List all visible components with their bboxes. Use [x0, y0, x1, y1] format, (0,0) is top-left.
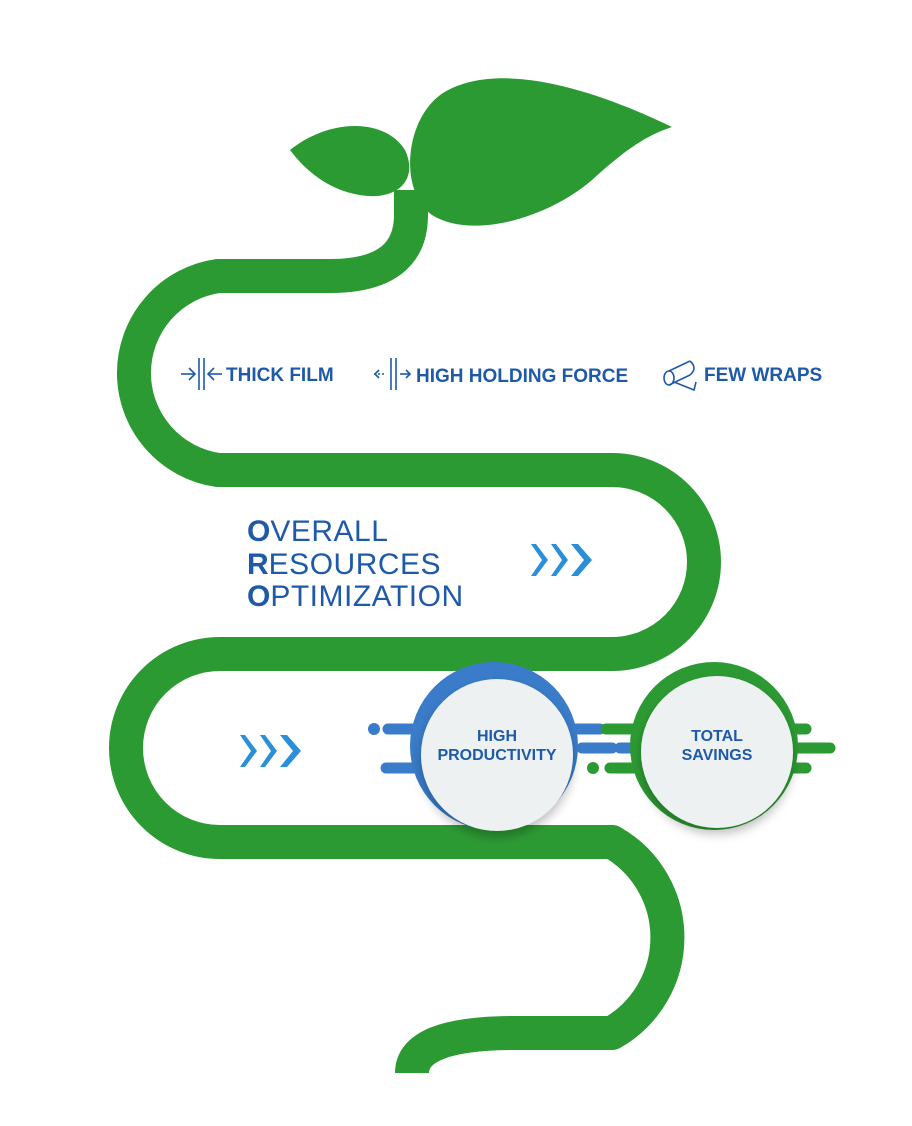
speed-dot-blue: [368, 723, 380, 735]
feature-label-thick-film: THICK FILM: [226, 365, 334, 386]
circle-label-line1: HIGH: [477, 728, 517, 745]
oro-line-resources: RESOURCES: [247, 548, 441, 581]
oro-initial-o2: O: [247, 580, 270, 613]
oro-acronym: OVERALL RESOURCES OPTIMIZATION: [247, 515, 464, 613]
oro-line-overall: OVERALL: [247, 515, 388, 548]
oro-rest-overall: VERALL: [270, 515, 388, 548]
film-roll-icon: [663, 360, 697, 392]
oro-initial-r: R: [247, 548, 269, 581]
oro-rest-resources: ESOURCES: [269, 548, 441, 581]
total-savings-circle: TOTAL SAVINGS: [630, 662, 798, 830]
feature-few-wraps: FEW WRAPS: [663, 360, 822, 392]
chevron-right-icon: [531, 544, 592, 576]
large-leaf: [410, 78, 672, 226]
feature-high-holding-force: HIGH HOLDING FORCE: [373, 358, 628, 390]
circle-label-line1: TOTAL: [691, 728, 743, 745]
circle-face: [421, 679, 573, 831]
chevron-right-icon: [240, 735, 301, 767]
leaf-icon: [290, 78, 672, 226]
feature-label-high-holding-force: HIGH HOLDING FORCE: [416, 366, 628, 387]
speed-dot-green: [587, 762, 599, 774]
holding-force-icon: [373, 358, 412, 390]
circle-face: [641, 676, 793, 828]
oro-line-optimization: OPTIMIZATION: [247, 580, 464, 613]
oro-rest-optimization: PTIMIZATION: [270, 580, 463, 613]
small-leaf: [290, 126, 410, 197]
thick-film-icon: [181, 358, 222, 390]
winding-stem-path: [109, 190, 721, 1075]
feature-label-few-wraps: FEW WRAPS: [704, 365, 822, 386]
circle-label-line2: SAVINGS: [682, 747, 753, 764]
circle-label-line2: PRODUCTIVITY: [437, 747, 556, 764]
feature-thick-film: THICK FILM: [181, 358, 334, 390]
oro-initial-o: O: [247, 515, 270, 548]
high-productivity-circle: HIGH PRODUCTIVITY: [410, 662, 578, 831]
